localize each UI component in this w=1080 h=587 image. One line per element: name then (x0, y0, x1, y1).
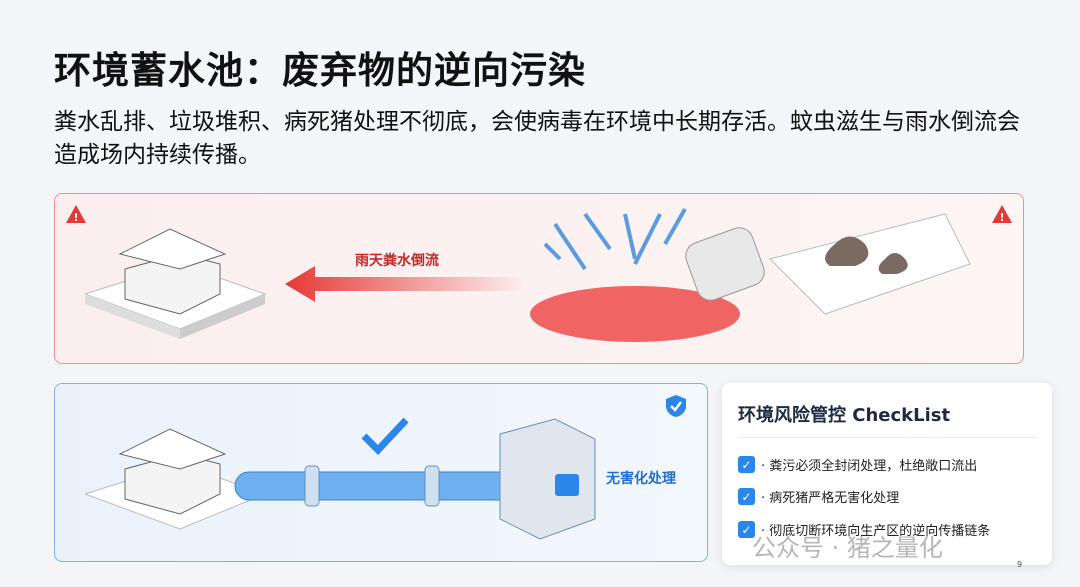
svg-text:!: ! (73, 211, 78, 224)
treatment-label: 无害化处理 (606, 471, 676, 487)
check-icon (361, 417, 409, 456)
watermark: 公众号 · 猪之量化 (752, 534, 943, 562)
checklist-item-label: · 病死猪严格无害化处理 (761, 491, 900, 506)
checkbox-checked-icon[interactable]: ✓ (738, 521, 755, 538)
checklist-item[interactable]: ✓ · 彻底切断环境向生产区的逆向传播链条 (738, 520, 990, 539)
backflow-arrow (285, 266, 525, 302)
checklist-item-label: · 彻底切断环境向生产区的逆向传播链条 (761, 524, 991, 539)
contamination-panel: ! ! 雨天粪水倒流 (54, 193, 1024, 364)
page-title: 环境蓄水池：废弃物的逆向污染 (54, 49, 586, 92)
divider (738, 437, 1036, 438)
safe-treatment-panel: 无害化处理 (54, 383, 708, 562)
checklist-card: 环境风险管控 CheckList ✓ · 粪污必须全封闭处理，杜绝敞口流出 ✓ · … (722, 383, 1052, 565)
rain-and-contamination-illustration (530, 208, 971, 342)
backflow-label: 雨天粪水倒流 (355, 253, 439, 269)
house-illustration (85, 228, 267, 339)
checkbox-checked-icon[interactable]: ✓ (738, 456, 755, 473)
svg-text:!: ! (999, 211, 1004, 224)
checklist-item[interactable]: ✓ · 粪污必须全封闭处理，杜绝敞口流出 (738, 455, 977, 474)
sealed-pipeline-illustration (85, 418, 596, 540)
shield-check-icon (666, 395, 686, 417)
warning-icon-left: ! (66, 205, 86, 224)
checklist-item[interactable]: ✓ · 病死猪严格无害化处理 (738, 487, 899, 506)
checkbox-checked-icon[interactable]: ✓ (738, 488, 755, 505)
warning-icon-right: ! (992, 205, 1012, 224)
subtitle: 粪水乱排、垃圾堆积、病死猪处理不彻底，会使病毒在环境中长期存活。蚊虫滋生与雨水倒… (54, 109, 1020, 168)
checklist-title: 环境风险管控 CheckList (738, 405, 951, 426)
checklist-item-label: · 粪污必须全封闭处理，杜绝敞口流出 (761, 459, 978, 474)
page-number: 9 (1017, 560, 1023, 569)
